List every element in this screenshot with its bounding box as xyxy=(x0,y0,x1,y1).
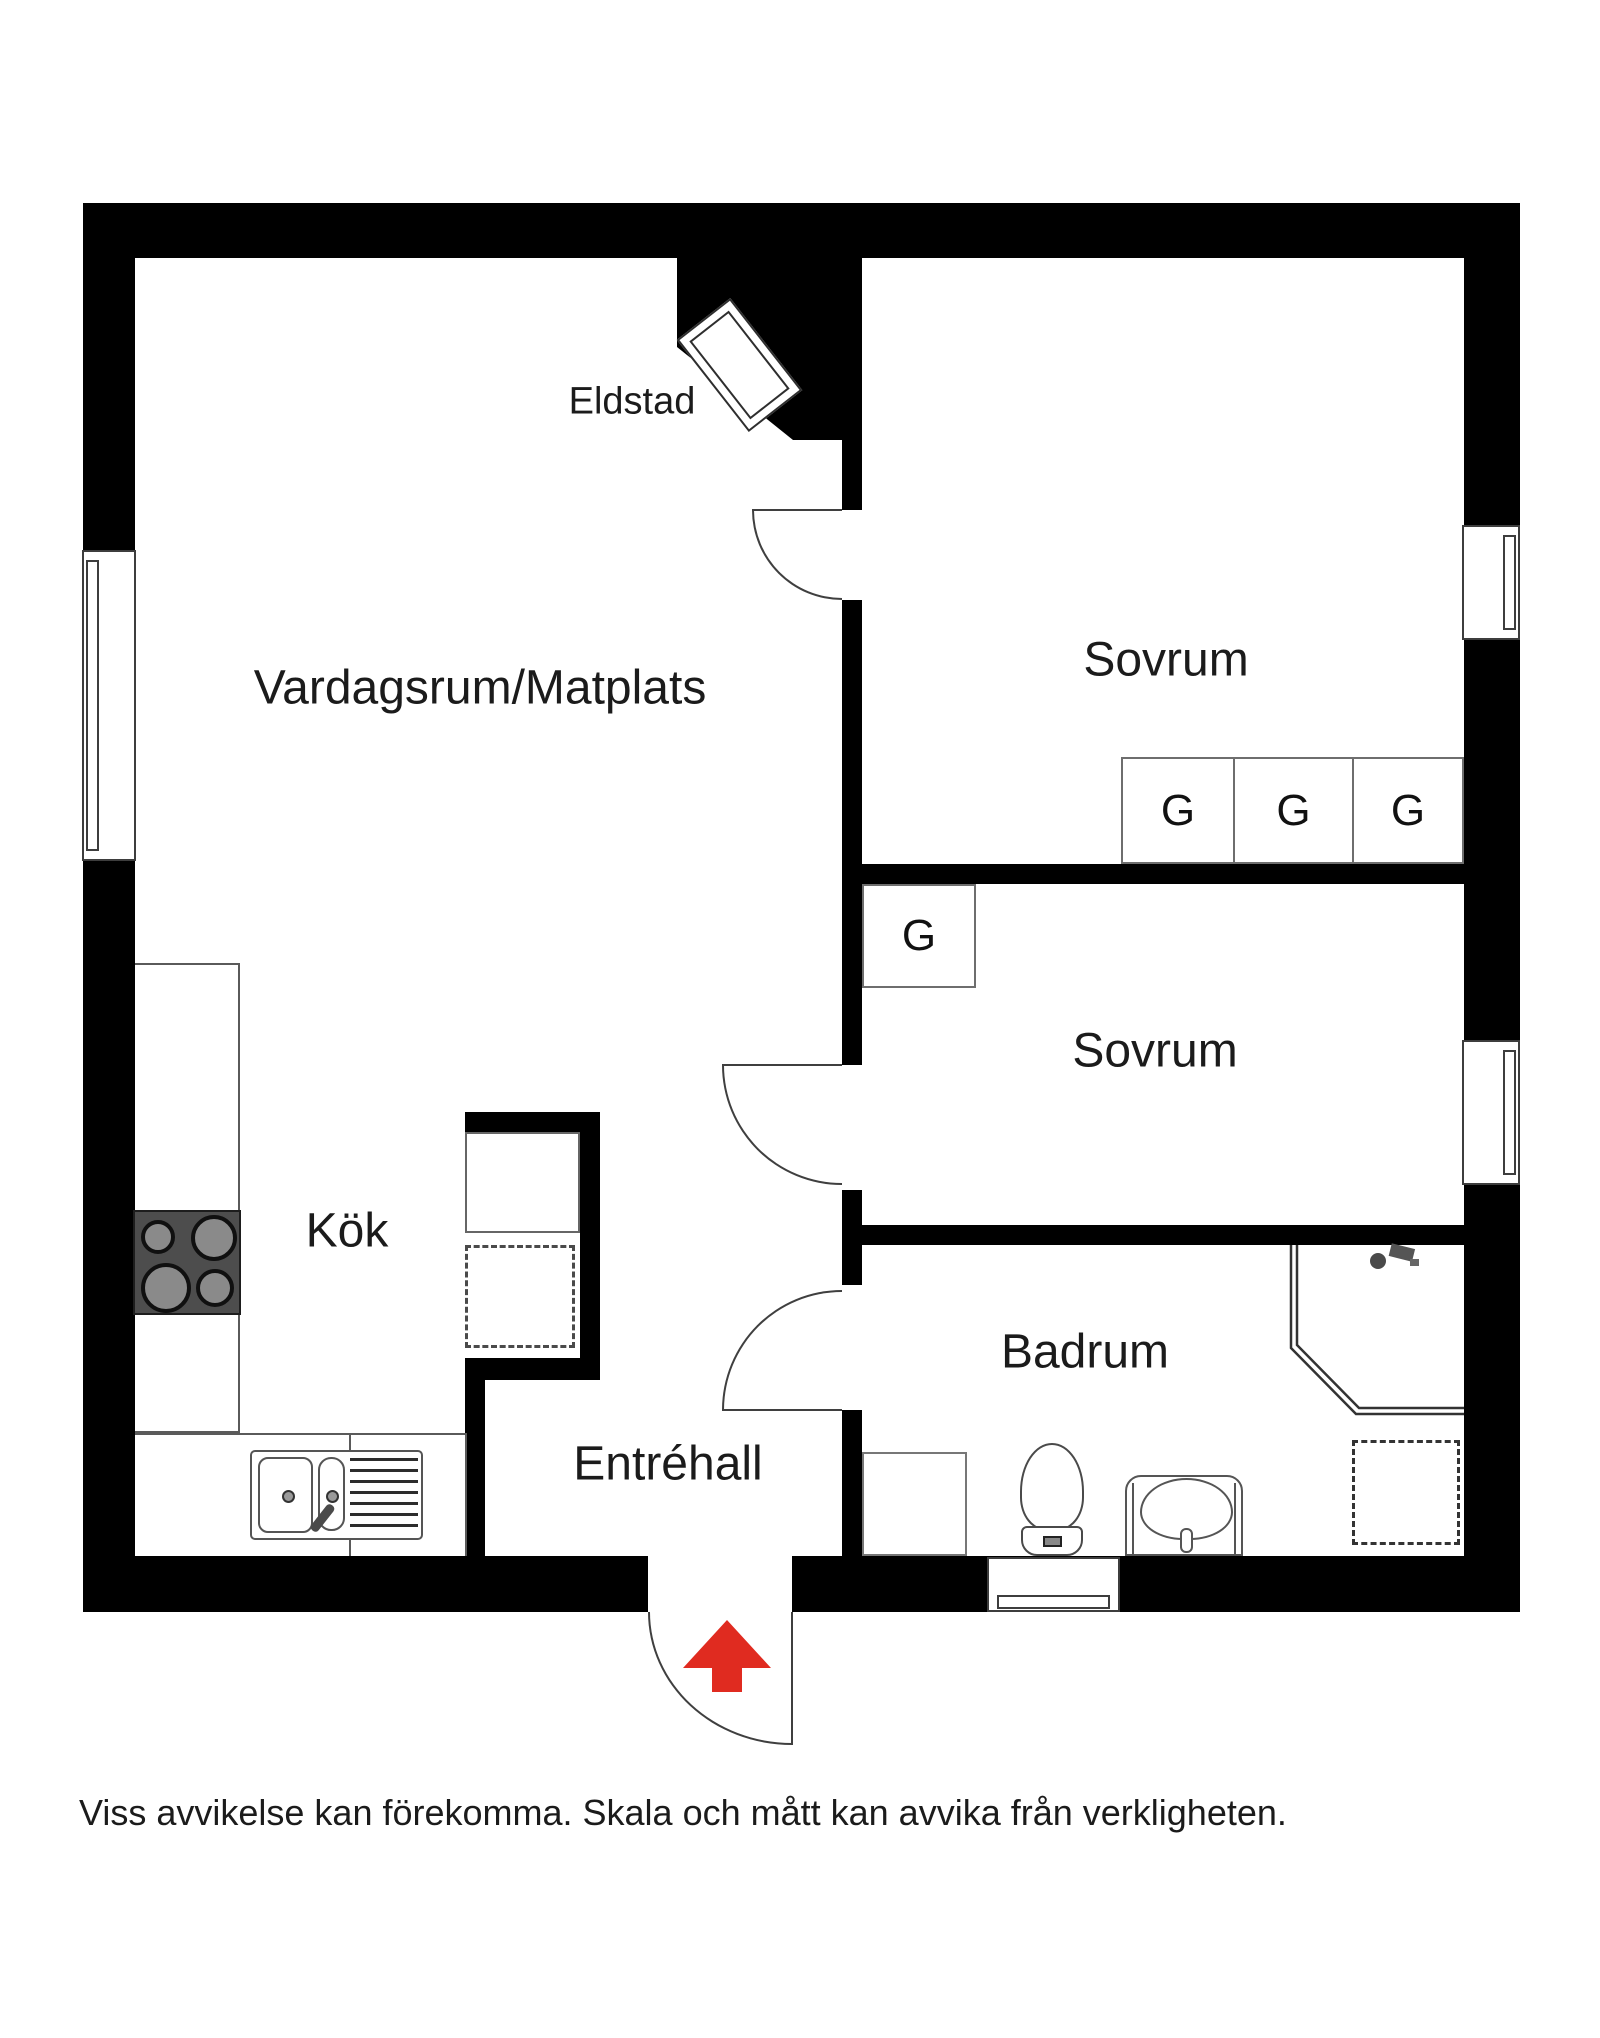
shower-tray-dashed xyxy=(1352,1440,1460,1545)
fireplace-label: Eldstad xyxy=(568,380,696,423)
kitchen-cabinet xyxy=(465,1132,580,1233)
window-bedroom2-frame xyxy=(1503,1050,1516,1175)
shower-enclosure-icon xyxy=(1289,1245,1464,1416)
shower-mixer-icon xyxy=(1370,1243,1419,1269)
toilet-icon xyxy=(1020,1443,1084,1531)
room-label-bathroom: Badrum xyxy=(1000,1325,1170,1379)
kitchen-counter-left xyxy=(135,963,240,1433)
door-entry-leaf xyxy=(791,1612,793,1745)
toilet-flush-button xyxy=(1043,1536,1062,1547)
wall-pantry-step xyxy=(465,1358,600,1380)
wall-pantry-right xyxy=(580,1112,600,1358)
room-label-living: Vardagsrum/Matplats xyxy=(253,661,707,715)
wall-bedroom1-bottom xyxy=(842,864,1464,884)
window-bedroom2 xyxy=(1462,1040,1520,1185)
door-bathroom-leaf xyxy=(722,1409,842,1411)
wardrobe-4: G xyxy=(862,884,976,988)
wardrobe-3-label: G xyxy=(1390,785,1426,835)
window-bedroom1-frame xyxy=(1503,535,1516,630)
room-label-bedroom1: Sovrum xyxy=(1083,633,1249,687)
wardrobe-4-label: G xyxy=(901,911,937,960)
entry-opening xyxy=(648,1556,792,1612)
wall-kitchen-hall-divider xyxy=(465,1380,485,1556)
wardrobe-2: G xyxy=(1233,757,1354,864)
wall-central-mid xyxy=(842,600,862,1065)
wall-right xyxy=(1464,203,1520,1612)
wall-bathroom-top xyxy=(842,1225,1464,1245)
window-bathroom xyxy=(987,1557,1120,1612)
bathroom-faucet xyxy=(1180,1528,1193,1553)
wardrobe-3: G xyxy=(1352,757,1464,864)
wall-left xyxy=(83,203,135,1612)
wardrobe-2-label: G xyxy=(1276,785,1311,835)
window-bedroom1 xyxy=(1462,525,1520,640)
window-bathroom-frame xyxy=(997,1595,1110,1609)
room-label-hall: Entréhall xyxy=(573,1437,763,1491)
stove-icon xyxy=(133,1210,241,1315)
wall-pantry-top xyxy=(465,1112,600,1132)
window-left-frame xyxy=(86,560,99,851)
wall-central-upper xyxy=(842,430,862,510)
wardrobe-1: G xyxy=(1121,757,1235,864)
disclaimer-text: Viss avvikelse kan förekomma. Skala och … xyxy=(79,1792,1287,1833)
window-left xyxy=(82,550,136,861)
kitchen-sink-icon xyxy=(250,1450,423,1540)
wall-central-bottom xyxy=(842,1410,862,1556)
room-label-bedroom2: Sovrum xyxy=(1072,1024,1238,1078)
kitchen-appliance-dashed xyxy=(465,1245,575,1348)
bathroom-cabinet xyxy=(862,1452,967,1556)
wall-bottom xyxy=(83,1556,1520,1612)
room-label-kitchen: Kök xyxy=(305,1204,389,1258)
wardrobe-1-label: G xyxy=(1160,785,1196,835)
